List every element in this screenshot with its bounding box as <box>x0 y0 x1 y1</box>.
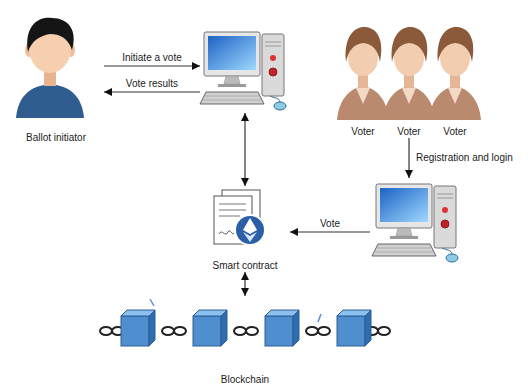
edge-label: Initiate a vote <box>120 52 183 64</box>
computer-icon <box>200 32 286 110</box>
node-label: Blockchain <box>221 374 269 386</box>
blockchain-node: Blockchain <box>100 296 390 386</box>
node-label: Voter <box>443 126 466 138</box>
arrow-connector <box>244 272 245 296</box>
contract-icon <box>219 210 246 211</box>
block-cube <box>337 310 371 346</box>
arrow-connector <box>104 91 200 92</box>
computer-node <box>200 28 290 113</box>
voter-node: Voter <box>432 12 478 138</box>
arrow-connector <box>408 138 409 178</box>
blockchain-chain <box>150 299 154 306</box>
node-label: Voter <box>397 126 420 138</box>
person-icon <box>16 84 84 118</box>
person-icon <box>16 18 84 118</box>
contract-node: Smart contract <box>200 186 290 272</box>
chain-link <box>100 327 124 335</box>
person-icon <box>27 18 73 52</box>
computer-icon <box>372 184 458 262</box>
chain-link <box>162 327 186 335</box>
contract-icon <box>219 216 240 217</box>
chain-link <box>234 327 258 335</box>
person-node: Ballot initiator <box>8 10 104 144</box>
blockchain-chain <box>100 299 390 346</box>
node-label: Voter <box>351 126 374 138</box>
edge-label: Registration and login <box>414 152 515 164</box>
arrow-connector <box>104 65 200 66</box>
block-cube <box>121 310 155 346</box>
block-cube <box>193 310 227 346</box>
arrow-connector <box>244 113 245 186</box>
contract-icon <box>214 190 265 245</box>
voter-node: Voter <box>340 12 386 138</box>
voter-figure <box>337 27 389 120</box>
contract-icon <box>235 215 265 245</box>
voter-node: Voter <box>386 12 432 138</box>
node-label: Smart contract <box>212 260 277 272</box>
contract-icon <box>219 204 246 205</box>
edge-label: Vote results <box>124 78 180 90</box>
node-label: Ballot initiator <box>26 132 86 144</box>
computer-node <box>370 178 464 268</box>
contract-icon <box>219 231 234 234</box>
contract-icon <box>243 232 257 242</box>
chain-link <box>306 327 330 335</box>
voter-figure <box>383 27 435 120</box>
arrow-connector <box>290 231 370 232</box>
edge-label: Vote <box>318 218 342 230</box>
block-cube <box>265 310 299 346</box>
blockchain-chain <box>318 314 321 322</box>
voter-figure <box>429 27 481 120</box>
contract-icon <box>243 218 257 234</box>
